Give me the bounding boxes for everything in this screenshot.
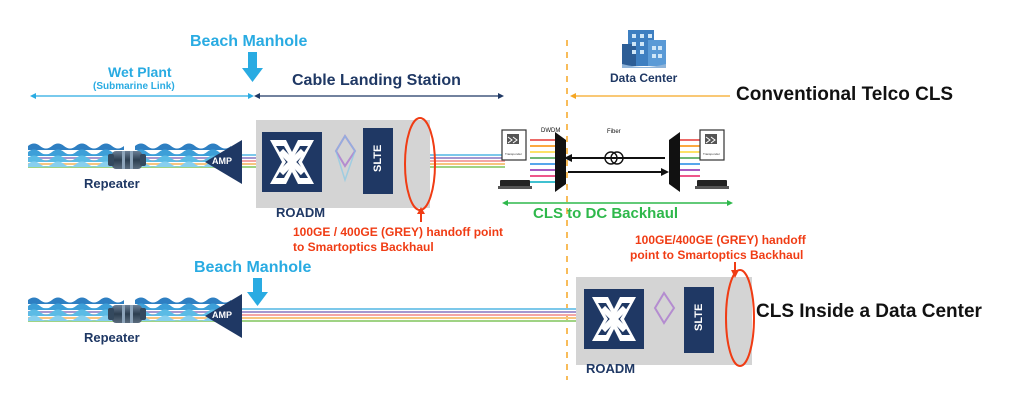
fiber-label: Fiber — [607, 129, 621, 135]
handoff-label-bottom-line2: point to Smartoptics Backhaul — [630, 248, 804, 262]
handoff-label-top-line2: to Smartoptics Backhaul — [293, 240, 434, 254]
slte-label-bottom: SLTE — [693, 303, 705, 331]
data-center-building-icon — [622, 30, 666, 68]
dwdm-label: DWDM — [541, 128, 561, 134]
handoff-label-top-line1: 100GE / 400GE (GREY) handoff point — [293, 225, 504, 239]
roadm-label-top: ROADM — [276, 205, 326, 220]
amp-label-top: AMP — [212, 156, 232, 166]
repeater-label-top: Repeater — [84, 176, 140, 191]
amp-label-bottom: AMP — [212, 310, 232, 320]
handoff-arrow-bottom-icon — [731, 262, 739, 278]
cable-landing-station-label: Cable Landing Station — [292, 72, 461, 89]
dwdm-link-group — [498, 129, 729, 192]
slte-label-top: SLTE — [372, 144, 384, 172]
amp-bottom — [205, 294, 242, 338]
backhaul-span-arrow — [502, 200, 733, 206]
transponder-label-left: Transponder — [505, 152, 522, 156]
cls-span-arrow — [254, 93, 504, 99]
data-center-label: Data Center — [610, 71, 678, 85]
beach-manhole-arrow-icon — [242, 52, 263, 82]
beach-manhole-label-top: Beach Manhole — [190, 33, 308, 50]
wet-plant-span-arrow — [30, 93, 254, 99]
conventional-telco-cls-label: Conventional Telco CLS — [736, 84, 954, 105]
handoff-label-bottom-line1: 100GE/400GE (GREY) handoff — [635, 233, 806, 247]
data-center-span-arrow — [570, 93, 730, 99]
cls-inside-dc-label: CLS Inside a Data Center — [756, 301, 982, 322]
roadm-switch-icon — [262, 132, 322, 192]
handoff-arrow-top-icon — [417, 207, 425, 222]
wet-plant-label: Wet Plant — [108, 64, 172, 80]
repeater-icon — [108, 305, 146, 323]
roadm-label-bottom: ROADM — [586, 361, 636, 376]
roadm-top-group — [256, 117, 436, 211]
submarine-link-label: (Submarine Link) — [93, 81, 175, 92]
repeater-icon — [108, 151, 146, 169]
beach-manhole-label-bottom: Beach Manhole — [194, 259, 312, 276]
backhaul-label: CLS to DC Backhaul — [533, 205, 679, 222]
roadm-bottom-group — [576, 269, 755, 367]
amp-top — [205, 140, 242, 184]
transponder-label-right: Transponder — [703, 152, 720, 156]
repeater-label-bottom: Repeater — [84, 330, 140, 345]
beach-manhole-arrow-icon — [247, 278, 268, 306]
roadm-switch-icon — [584, 289, 644, 349]
